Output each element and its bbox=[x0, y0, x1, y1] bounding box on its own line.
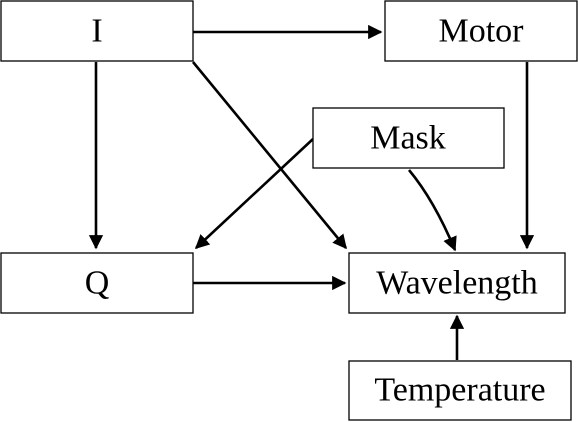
node-i-box bbox=[0, 0, 194, 62]
node-q-box bbox=[0, 252, 194, 314]
edge-mask-to-wavelength bbox=[408, 169, 457, 252]
edge-i-to-wavelength bbox=[191, 61, 348, 250]
node-q: Q bbox=[0, 252, 194, 314]
edges bbox=[88, 24, 535, 360]
node-motor: Motor bbox=[384, 0, 578, 62]
node-wavelength-label: Wavelength bbox=[376, 265, 538, 302]
node-i-label: I bbox=[91, 13, 102, 50]
node-temperature: Temperature bbox=[348, 360, 572, 421]
node-q-label: Q bbox=[85, 265, 110, 302]
node-motor-box bbox=[384, 0, 578, 62]
node-motor-label: Motor bbox=[439, 13, 525, 50]
node-wavelength: Wavelength bbox=[348, 252, 566, 314]
node-temperature-box bbox=[348, 360, 572, 421]
node-i: I bbox=[0, 0, 194, 62]
node-mask-label: Mask bbox=[370, 120, 446, 157]
node-temperature-label: Temperature bbox=[374, 372, 545, 409]
node-wavelength-box bbox=[348, 252, 566, 314]
edge-mask-to-q bbox=[194, 138, 314, 249]
node-mask-box bbox=[312, 107, 505, 169]
node-mask: Mask bbox=[312, 107, 505, 169]
